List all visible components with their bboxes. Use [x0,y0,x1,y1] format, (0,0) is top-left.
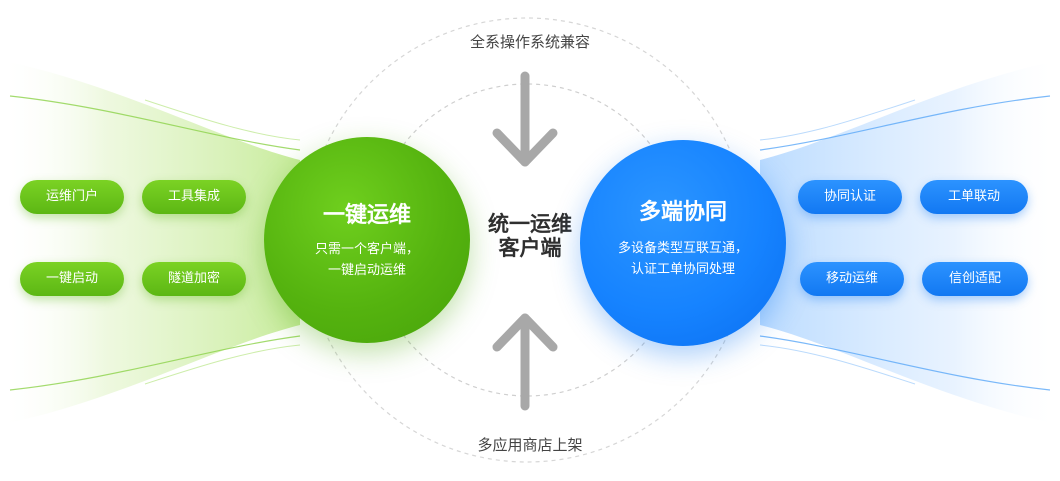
left-circle: 一键运维 只需一个客户端， 一键启动运维 [264,137,470,343]
right-circle: 多端协同 多设备类型互联互通， 认证工单协同处理 [580,140,786,346]
bottom-caption: 多应用商店上架 [477,436,583,454]
right-fan-line-bottom-2 [759,344,916,385]
left-fan-line-bottom [9,335,301,391]
core-label-line1: 统一运维 [488,212,572,236]
right-circle-desc-line1: 多设备类型互联互通， [617,241,748,256]
feature-pill-mobile-ops: 移动运维 [800,262,904,296]
left-circle-desc: 只需一个客户端， 一键启动运维 [264,239,470,281]
feature-pill-xinchuang-adaptation: 信创适配 [922,262,1028,296]
feature-pill-tunnel-encryption: 隧道加密 [142,262,246,296]
left-circle-desc-line2: 一键启动运维 [327,263,406,278]
arrow-up-icon [492,313,558,411]
left-circle-title: 一键运维 [322,203,411,228]
left-circle-desc-line1: 只需一个客户端， [314,242,419,257]
feature-pill-collab-auth: 协同认证 [798,180,902,214]
feature-pill-ticket-linkage: 工单联动 [920,180,1028,214]
left-fan-line-bottom-2 [144,344,301,385]
core-label-line2: 客户端 [498,236,562,260]
right-circle-desc: 多设备类型互联互通， 认证工单协同处理 [580,238,786,280]
left-fan-line-top [9,95,301,151]
right-circle-desc-line2: 认证工单协同处理 [630,262,735,277]
right-circle-title: 多端协同 [638,200,727,225]
feature-pill-ops-portal: 运维门户 [20,180,124,214]
feature-pill-tool-integration: 工具集成 [142,180,246,214]
arrow-down-icon [492,71,558,167]
right-fan [760,60,1060,425]
right-fan-line-top-2 [759,99,916,141]
top-caption: 全系操作系统兼容 [469,33,590,51]
right-fan-line-top [759,95,1051,151]
feature-pill-one-click-launch: 一键启动 [20,262,124,296]
core-label: 统一运维 客户端 [470,212,590,260]
right-fan-line-bottom [759,335,1051,391]
left-fan-line-top-2 [144,99,301,141]
left-fan [0,60,300,425]
